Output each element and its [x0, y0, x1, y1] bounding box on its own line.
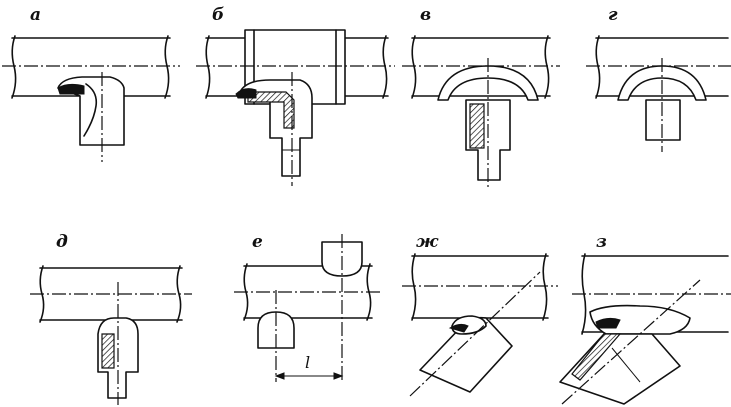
label-zh: ж	[416, 232, 439, 252]
label-e: е	[252, 232, 263, 252]
dimension-l-label: l	[305, 353, 310, 372]
panel-a: а	[2, 5, 180, 162]
lower-branch-e	[257, 290, 295, 382]
panel-z: з	[559, 232, 731, 405]
label-v: в	[420, 5, 431, 25]
branch-pipe-g	[617, 58, 707, 152]
branch-pipe-d	[97, 282, 139, 405]
dimension-l: l	[274, 353, 344, 380]
branch-pipe-v	[437, 58, 539, 190]
panel-g: г	[586, 5, 731, 152]
oblique-branch-z	[559, 279, 701, 405]
main-pipe-d	[30, 265, 192, 323]
label-d: д	[56, 232, 68, 252]
branch-pipe-b	[235, 72, 313, 186]
upper-branch-e	[321, 234, 363, 382]
label-z: з	[596, 232, 607, 252]
panel-v: в	[402, 5, 560, 190]
branch-pipe-a	[57, 72, 125, 162]
label-a: а	[30, 5, 41, 25]
oblique-branch-zh	[409, 271, 541, 397]
panel-d: д	[30, 232, 192, 405]
panel-zh: ж	[402, 232, 558, 397]
panel-e: е l	[234, 232, 382, 382]
main-pipe-zh	[402, 253, 558, 321]
label-b: б	[212, 5, 224, 25]
main-pipe-e	[234, 263, 382, 321]
label-g: г	[608, 5, 618, 25]
panel-b: б	[196, 5, 395, 186]
main-pipe-a	[2, 35, 180, 99]
